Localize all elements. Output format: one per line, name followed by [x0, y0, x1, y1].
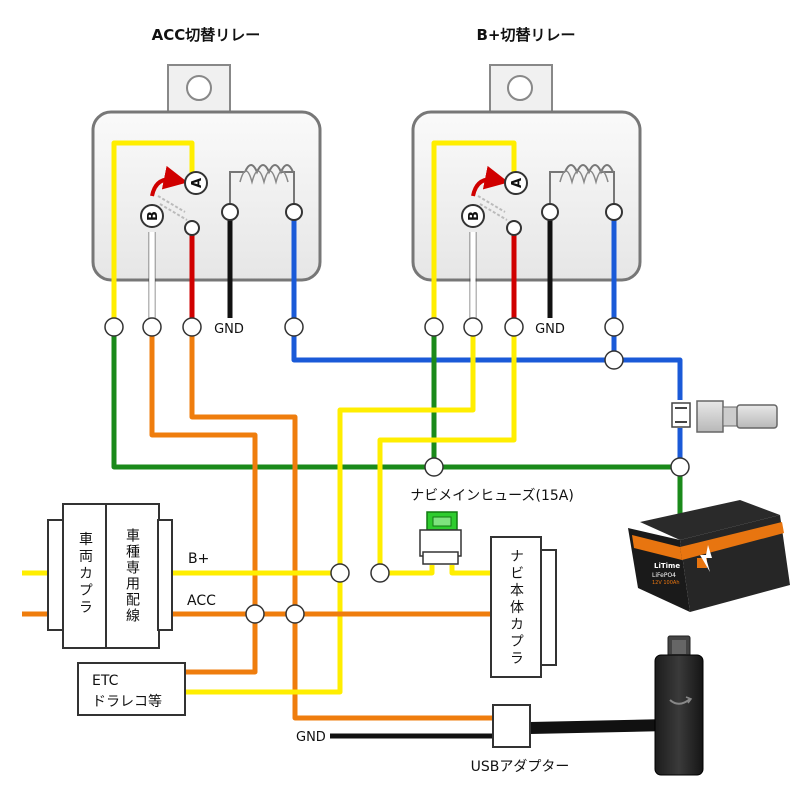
acc-relay-mount-hole — [186, 75, 212, 101]
acc-relay — [91, 64, 322, 282]
green-common-wire — [111, 327, 680, 470]
coil-junction — [604, 350, 624, 370]
bplus-a-yellow-wire — [377, 327, 517, 576]
acc-a-orange-wire — [189, 327, 493, 721]
nav-yellow-wire — [449, 565, 492, 576]
acc-relay-title: ACC切替リレー — [152, 26, 261, 44]
wires — [22, 140, 683, 739]
fuse-label: ナビメインヒューズ(15A) — [410, 488, 574, 504]
usb-adapter — [492, 704, 531, 748]
switch-plug — [671, 400, 778, 433]
acc-wire-label: ACC — [187, 593, 216, 609]
coil-blue-wire — [291, 212, 683, 400]
dashcam-label: ドラレコ等 — [92, 693, 162, 710]
vehicle-harness-label: 車種専用配線 — [124, 527, 140, 624]
nav-unit-coupler: ナビ本体カプラ — [490, 536, 557, 678]
bplus-pin-a-label: A — [510, 178, 525, 188]
bplus-relay-common-wire — [431, 140, 517, 327]
battery: LiTime LiFePO4 12V 100Ah — [628, 500, 790, 612]
acc-pin-a-label: A — [190, 178, 205, 188]
acc-b-terminal — [142, 317, 162, 337]
acc-pin-b-label: B — [146, 211, 161, 221]
usb-cable — [529, 719, 669, 734]
acc-gnd-label: GND — [214, 322, 244, 337]
streaming-stick — [654, 635, 704, 776]
bplus-pin-b — [461, 204, 485, 228]
stick-logo-icon — [669, 698, 691, 705]
battery-spec: 12V 100Ah — [652, 580, 680, 586]
acc-pin-b — [140, 204, 164, 228]
etc-dashcam-box: ETC ドラレコ等 — [77, 662, 186, 716]
battery-model: LiFePO4 — [652, 572, 676, 579]
bplus-coil-terminal — [604, 317, 624, 337]
bplus-relay-title: B+切替リレー — [476, 26, 575, 44]
green-junction-2 — [670, 457, 690, 477]
acc-b-orange-wire — [149, 327, 258, 675]
acc-switch-arrow — [150, 165, 188, 197]
bplus-pin-a — [504, 171, 528, 195]
green-junction-1 — [424, 457, 444, 477]
bplus-wire-label: B+ — [188, 551, 209, 567]
bplus-common-terminal — [424, 317, 444, 337]
usb-gnd-label: GND — [296, 730, 326, 745]
nav-main-fuse — [419, 511, 462, 565]
nav-coupler-label: ナビ本体カプラ — [508, 549, 524, 668]
acc-relay-body — [91, 110, 322, 282]
vehicle-coupler: 車両カプラ — [47, 503, 108, 649]
bplus-relay-contacts: A B — [461, 165, 623, 236]
bplus-junction — [330, 563, 350, 583]
junction-nodes — [104, 317, 690, 624]
bplus-b-yellow-wire — [185, 327, 476, 695]
bplus-relay-body — [411, 110, 642, 282]
bplus-pin-b-label: B — [467, 211, 482, 221]
vehicle-coupler-label: 車両カプラ — [77, 531, 93, 617]
bplus-relay — [411, 64, 642, 282]
acc-junction-2 — [285, 604, 305, 624]
bplus-gnd-label: GND — [535, 322, 565, 337]
acc-junction-1 — [245, 604, 265, 624]
acc-relay-contacts: A B — [140, 165, 303, 236]
vehicle-harness: 車種専用配線 — [105, 503, 173, 649]
acc-coil-terminal — [284, 317, 304, 337]
bplus-a-terminal — [504, 317, 524, 337]
acc-pin-a — [184, 171, 208, 195]
bplus-b-terminal — [463, 317, 483, 337]
bplus-relay-mount-hole — [507, 75, 533, 101]
battery-brand: LiTime — [654, 562, 680, 570]
usb-adapter-label: USBアダプター — [471, 759, 570, 775]
acc-a-terminal — [182, 317, 202, 337]
acc-common-terminal — [104, 317, 124, 337]
fuse-in-junction — [370, 563, 390, 583]
etc-label: ETC — [92, 673, 119, 689]
acc-relay-common-wire — [111, 140, 195, 327]
bplus-switch-arrow — [471, 165, 509, 197]
